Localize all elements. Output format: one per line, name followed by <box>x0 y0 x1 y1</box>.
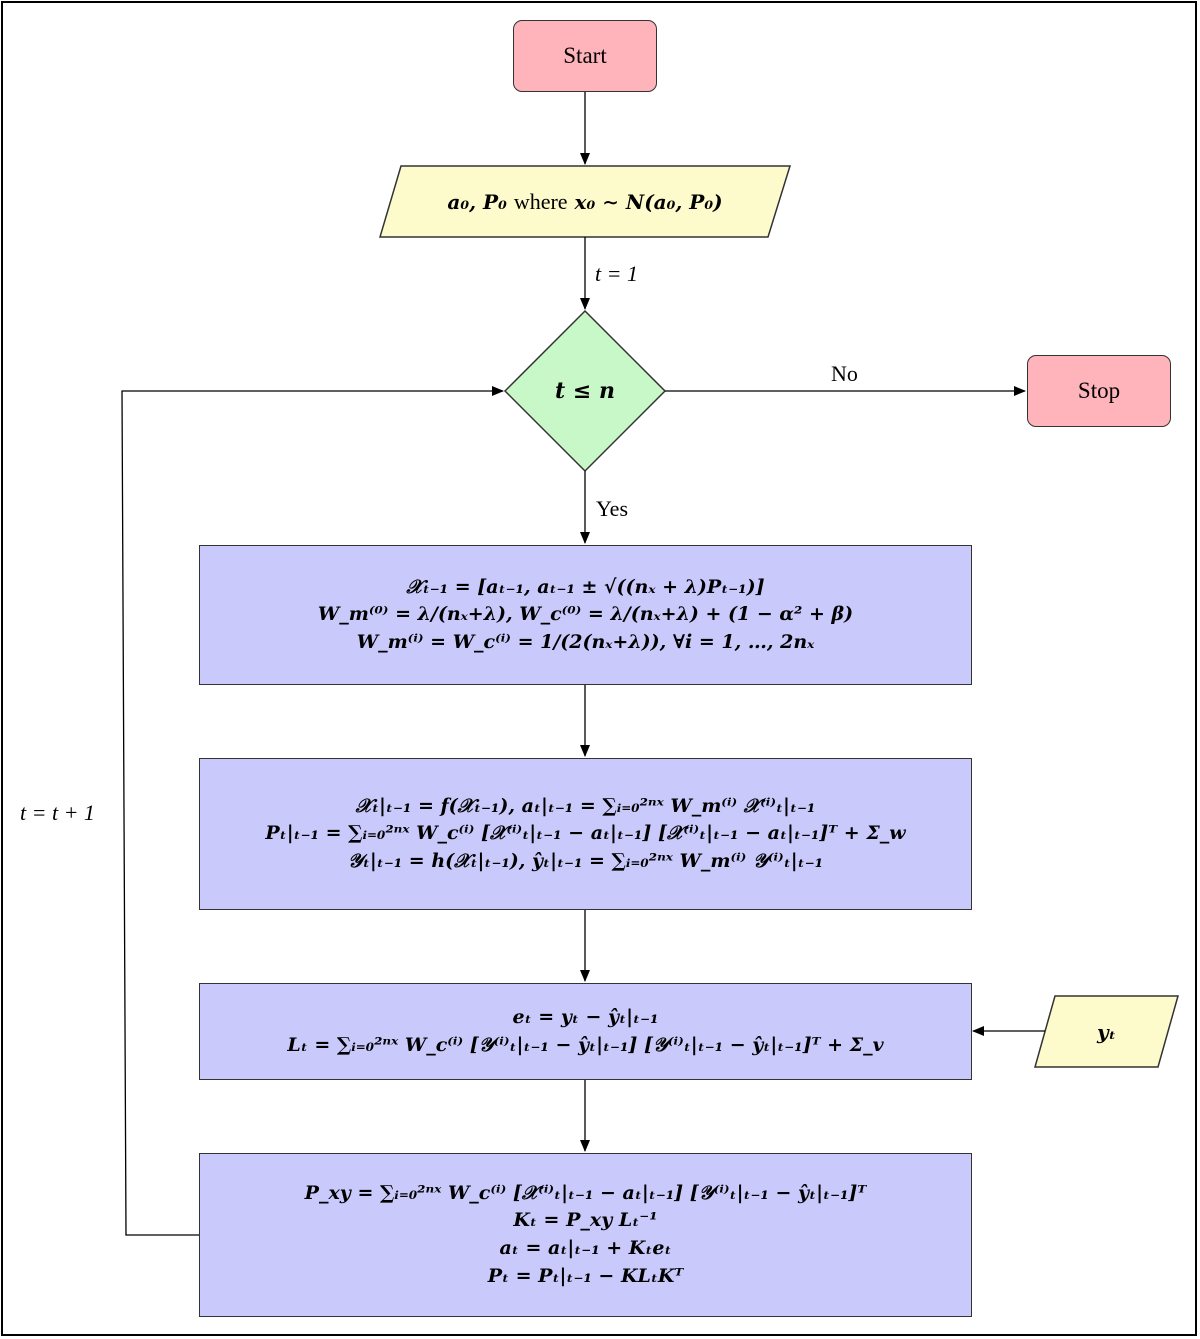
update-eq-1: P_xy = ∑ᵢ₌₀²ⁿˣ W_c⁽ⁱ⁾ [𝒳⁽ⁱ⁾ₜ|ₜ₋₁ − aₜ|ₜ₋… <box>304 1181 867 1204</box>
sigma-eq-2: W_m⁽⁰⁾ = λ/(nₓ+λ), W_c⁽⁰⁾ = λ/(nₓ+λ) + (… <box>317 603 854 626</box>
innovation-eq-2: Lₜ = ∑ᵢ₌₀²ⁿˣ W_c⁽ⁱ⁾ [𝒴⁽ⁱ⁾ₜ|ₜ₋₁ − ŷₜ|ₜ₋₁]… <box>287 1033 884 1056</box>
update-eq-3: aₜ = aₜ|ₜ₋₁ + Kₜeₜ <box>499 1237 672 1259</box>
label-yes: Yes <box>596 496 629 521</box>
innovation-eq-1: eₜ = yₜ − ŷₜ|ₜ₋₁ <box>512 1005 659 1028</box>
arrow-loop-back <box>121 386 504 1236</box>
init-text: a₀, P₀ where x₀ ∼ N(a₀, P₀) <box>380 166 790 237</box>
stop-node: Stop <box>1027 355 1171 427</box>
update-eq-4: Pₜ = Pₜ|ₜ₋₁ − KLₜKᵀ <box>487 1264 684 1287</box>
init-word: where <box>513 188 568 214</box>
stop-label: Stop <box>1077 378 1121 403</box>
label-t-init: t = 1 <box>595 261 638 286</box>
update-eq-2: Kₜ = P_xy Lₜ⁻¹ <box>513 1209 658 1232</box>
init-parallelogram <box>378 165 792 238</box>
decision-condition: t ≤ n <box>555 378 615 404</box>
init-pre: a₀, P₀ <box>447 189 507 214</box>
start-label: Start <box>563 43 607 68</box>
prediction-eq-2: Pₜ|ₜ₋₁ = ∑ᵢ₌₀²ⁿˣ W_c⁽ⁱ⁾ [𝒳⁽ⁱ⁾ₜ|ₜ₋₁ − aₜ|… <box>265 822 906 845</box>
observation-parallelogram <box>1034 995 1179 1068</box>
sigma-points-box: 𝒳ₜ₋₁ = [aₜ₋₁, aₜ₋₁ ± √((nₓ + λ)Pₜ₋₁)] W_… <box>199 545 972 685</box>
prediction-eq-1: 𝒳ₜ|ₜ₋₁ = f(𝒳ₜ₋₁), aₜ|ₜ₋₁ = ∑ᵢ₌₀²ⁿˣ W_m⁽ⁱ… <box>355 794 816 817</box>
prediction-eq-3: 𝒴ₜ|ₜ₋₁ = h(𝒳ₜ|ₜ₋₁), ŷₜ|ₜ₋₁ = ∑ᵢ₌₀²ⁿˣ W_m… <box>347 849 824 872</box>
sigma-eq-3: W_m⁽ⁱ⁾ = W_c⁽ⁱ⁾ = 1/(2(nₓ+λ)), ∀i = 1, …… <box>356 630 815 653</box>
decision-text: t ≤ n <box>505 311 665 471</box>
label-loop: t = t + 1 <box>20 800 95 825</box>
observation-text: yₜ <box>1035 996 1178 1067</box>
observation-label: yₜ <box>1096 1019 1117 1044</box>
update-box: P_xy = ∑ᵢ₌₀²ⁿˣ W_c⁽ⁱ⁾ [𝒳⁽ⁱ⁾ₜ|ₜ₋₁ − aₜ|ₜ₋… <box>199 1153 972 1317</box>
sigma-eq-1: 𝒳ₜ₋₁ = [aₜ₋₁, aₜ₋₁ ± √((nₓ + λ)Pₜ₋₁)] <box>406 575 765 598</box>
init-post: x₀ ∼ N(a₀, P₀) <box>574 189 723 214</box>
start-node: Start <box>513 20 657 92</box>
innovation-box: eₜ = yₜ − ŷₜ|ₜ₋₁ Lₜ = ∑ᵢ₌₀²ⁿˣ W_c⁽ⁱ⁾ [𝒴⁽… <box>199 983 972 1080</box>
prediction-box: 𝒳ₜ|ₜ₋₁ = f(𝒳ₜ₋₁), aₜ|ₜ₋₁ = ∑ᵢ₌₀²ⁿˣ W_m⁽ⁱ… <box>199 758 972 910</box>
label-no: No <box>831 361 858 386</box>
